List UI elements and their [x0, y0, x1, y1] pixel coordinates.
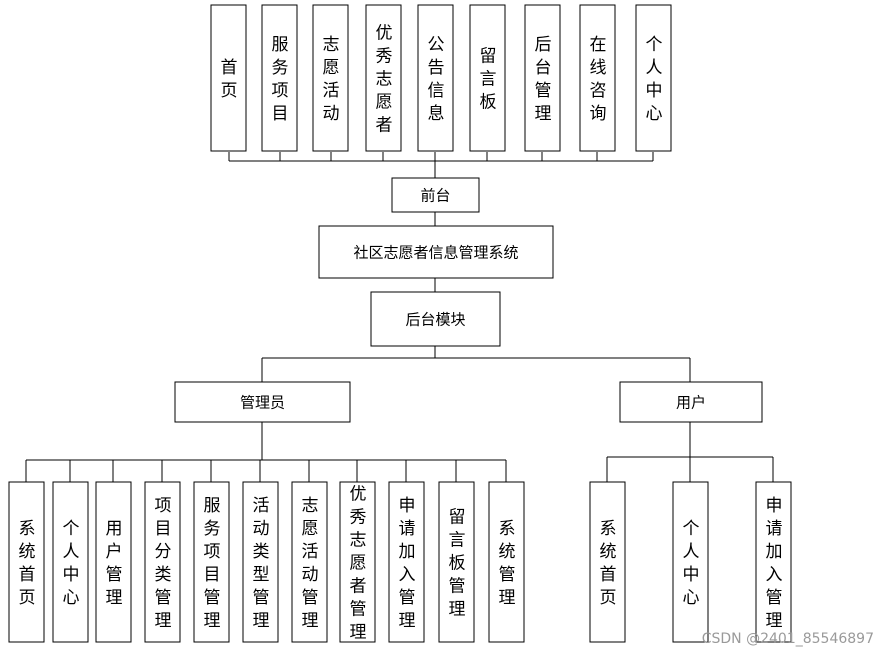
user-item-label: 申请加入管理	[766, 496, 783, 631]
admin-item-label: 系统管理	[499, 519, 516, 608]
frontend-item-box	[312, 4, 349, 152]
admin-item-label: 系统首页	[19, 519, 36, 608]
user-item-label: 系统首页	[600, 519, 617, 608]
frontend-item-label: 服务项目	[272, 35, 289, 124]
admin-item-box	[291, 481, 328, 643]
admin-item-box	[339, 481, 376, 643]
user-node: 用户	[619, 381, 763, 423]
user-item-box	[755, 481, 792, 643]
system-node: 社区志愿者信息管理系统	[318, 225, 554, 279]
admin-item-box	[242, 481, 279, 643]
frontend-item-label: 个人中心	[646, 35, 663, 124]
system-title: 社区志愿者信息管理系统	[353, 244, 518, 262]
admin-item-box	[8, 481, 45, 643]
admin-node: 管理员	[174, 381, 351, 423]
admin-node-label: 管理员	[240, 394, 285, 412]
frontend-node-label: 前台	[420, 187, 450, 205]
frontend-item-box	[524, 4, 561, 152]
admin-item-label: 申请加入管理	[399, 496, 416, 631]
connector-lines	[25, 152, 774, 482]
frontend-item-label: 在线咨询	[590, 35, 607, 124]
admin-item-box	[193, 481, 230, 643]
admin-item-box	[438, 481, 475, 643]
frontend-item-box	[417, 4, 454, 152]
user-item-label: 个人中心	[683, 519, 700, 608]
admin-item-box	[488, 481, 525, 643]
frontend-item-label: 志愿活动	[323, 35, 340, 124]
frontend-items: 首页 服务项目 志愿活动 优秀志愿者 公告信息 留言板 后台管理 在线咨询 个人…	[210, 4, 672, 152]
frontend-item-box	[635, 4, 672, 152]
admin-item-label: 个人中心	[63, 519, 80, 608]
frontend-node: 前台	[391, 177, 480, 213]
admin-item-label: 优秀志愿者管理	[350, 484, 367, 642]
frontend-item-box	[210, 4, 247, 152]
frontend-item-label: 优秀志愿者	[376, 23, 393, 135]
admin-item-box	[52, 481, 89, 643]
frontend-item-box	[365, 4, 402, 152]
admin-item-label: 服务项目管理	[204, 496, 221, 631]
frontend-item-box	[469, 4, 506, 152]
admin-item-label: 活动类型管理	[253, 496, 270, 631]
admin-item-box	[388, 481, 425, 643]
user-items: 系统首页 个人中心 申请加入管理	[589, 481, 792, 643]
user-node-label: 用户	[676, 394, 706, 412]
admin-item-label: 项目分类管理	[155, 496, 172, 631]
frontend-item-label: 后台管理	[535, 35, 552, 124]
admin-item-box	[95, 481, 132, 643]
frontend-item-box	[261, 4, 298, 152]
admin-item-label: 志愿活动管理	[302, 496, 319, 631]
admin-item-box	[144, 481, 181, 643]
frontend-item-label: 首页	[221, 58, 238, 101]
watermark: CSDN @2401_85546897	[701, 631, 874, 647]
user-item-box	[672, 481, 709, 643]
admin-items: 系统首页 个人中心 用户管理 项目分类管理 服务项目管理 活动类型管理 志愿活动…	[8, 481, 525, 643]
frontend-item-label: 留言板	[480, 46, 497, 112]
backend-node: 后台模块	[370, 291, 501, 347]
admin-item-label: 留言板管理	[449, 507, 466, 619]
frontend-item-box	[579, 4, 616, 152]
frontend-item-label: 公告信息	[428, 35, 445, 124]
admin-item-label: 用户管理	[106, 519, 123, 608]
user-item-box	[589, 481, 626, 643]
backend-node-label: 后台模块	[405, 311, 465, 329]
